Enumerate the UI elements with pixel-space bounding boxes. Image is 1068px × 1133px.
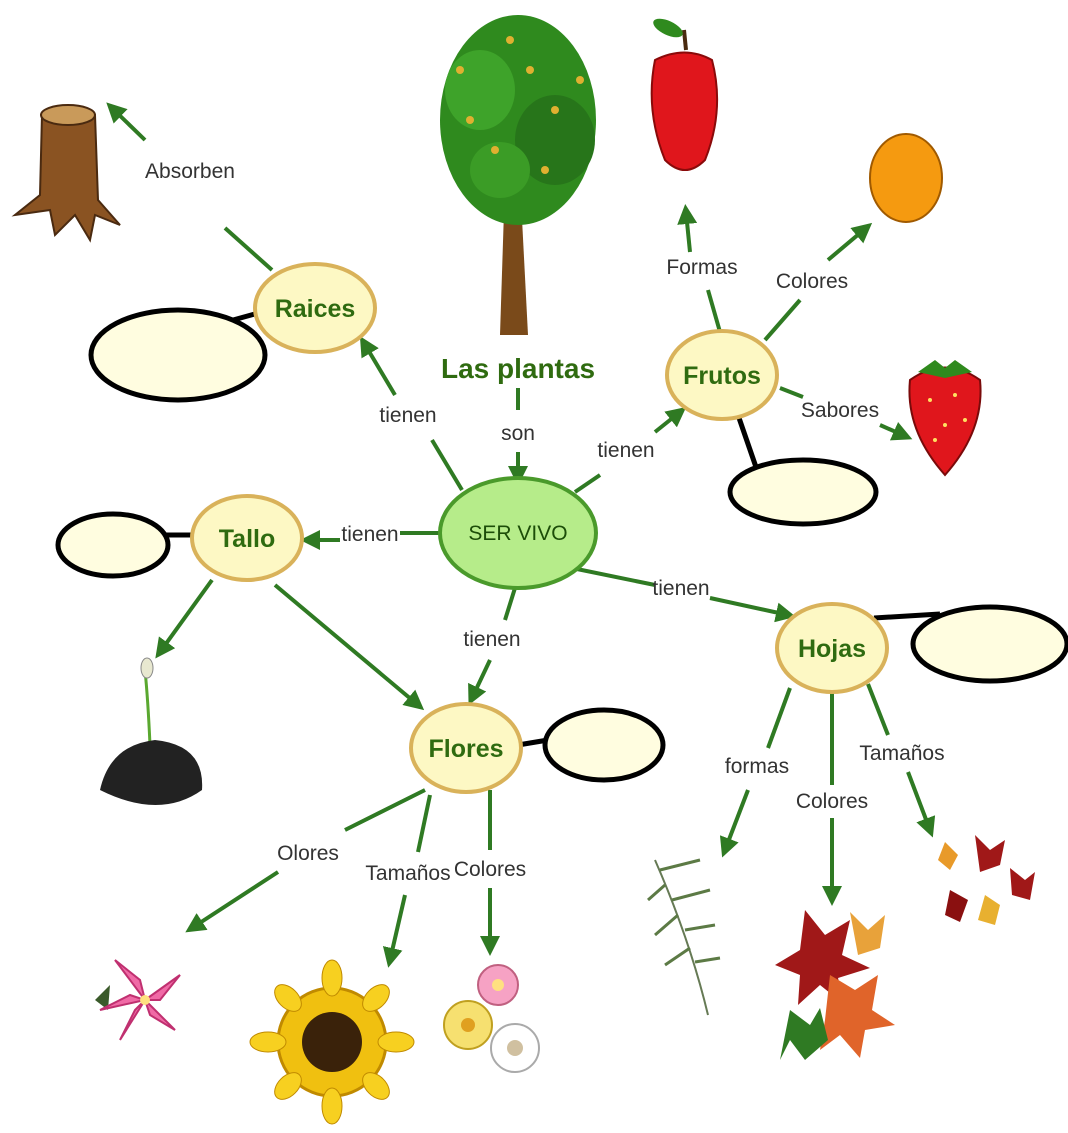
tallo-label: Tallo [219, 525, 275, 553]
edge-absorben-arrow [112, 108, 145, 140]
edge-center-flores [505, 588, 515, 620]
link-hojas-colores: Colores [796, 790, 868, 813]
node-hojas: Hojas [777, 604, 887, 692]
link-tienen-raices: tienen [379, 404, 436, 427]
edge-tamanos-arrow [390, 895, 405, 960]
flores-label: Flores [428, 735, 503, 763]
edge-center-hojas [572, 568, 655, 585]
flores-blank-oval[interactable] [545, 710, 663, 780]
edge-hformas-arrow [725, 790, 748, 850]
raices-label: Raices [275, 295, 356, 323]
edge-hojas-formas [768, 688, 790, 748]
edge-raices-absorben [225, 228, 272, 270]
link-flores-tamanos: Tamaños [365, 862, 450, 885]
node-raices: Raices [255, 264, 375, 352]
link-tienen-frutos: tienen [597, 439, 654, 462]
edge-flores-olores [345, 790, 425, 830]
autumn-leaves-icon [938, 835, 1035, 925]
edge-raices-arrow [364, 343, 395, 395]
edge-colores-arrow [828, 228, 866, 260]
node-tallo: Tallo [192, 496, 302, 580]
edge-frutos-colores [765, 300, 800, 340]
edge-frutos-arrow [655, 412, 680, 432]
sprout-icon [100, 658, 202, 805]
lily-icon [95, 960, 180, 1040]
center-label: SER VIVO [468, 522, 567, 545]
link-tienen-hojas: tienen [652, 577, 709, 600]
edge-hojas-arrow [710, 598, 788, 615]
connector-hojas-blank [874, 614, 940, 618]
frutos-label: Frutos [683, 362, 761, 390]
link-frutos-sabores: Sabores [801, 399, 879, 422]
edge-formas-arrow [686, 212, 690, 252]
link-flores-colores: Colores [454, 858, 526, 881]
edge-htamanos-arrow [908, 772, 930, 830]
maple-leaves-icon [775, 910, 895, 1060]
raices-blank-oval[interactable] [91, 310, 265, 400]
daisies-icon [444, 965, 539, 1072]
apple-icon [651, 15, 718, 170]
edge-sabores-arrow [880, 425, 905, 436]
stump-icon [15, 105, 120, 240]
link-flores-olores: Olores [277, 842, 339, 865]
node-frutos: Frutos [667, 331, 777, 419]
strawberry-icon [909, 360, 980, 475]
link-frutos-colores: Colores [776, 270, 848, 293]
sunflower-icon [250, 960, 414, 1124]
edge-olores-arrow [192, 872, 278, 928]
edge-tallo-flores [275, 585, 418, 705]
connector-frutos-blank [738, 415, 757, 470]
edge-flores-tamanos [418, 795, 430, 852]
hojas-blank-oval[interactable] [913, 607, 1067, 681]
orange-icon [870, 134, 942, 222]
frutos-blank-oval[interactable] [730, 460, 876, 524]
link-tienen-tallo: tienen [341, 523, 398, 546]
edge-center-frutos [575, 475, 600, 492]
edge-center-raices [432, 440, 462, 490]
hojas-label: Hojas [798, 635, 866, 663]
palm-leaf-icon [648, 860, 720, 1015]
link-tienen-flores: tienen [463, 628, 520, 651]
edge-frutos-sabores [780, 388, 803, 397]
link-absorben: Absorben [145, 160, 235, 183]
edge-hojas-tamanos [868, 684, 888, 735]
tree-icon [440, 15, 596, 335]
node-flores: Flores [411, 704, 521, 792]
link-hojas-tamanos: Tamaños [859, 742, 944, 765]
link-hojas-formas: formas [725, 755, 789, 778]
map-title: Las plantas [441, 353, 595, 384]
edge-frutos-formas [708, 290, 720, 332]
tallo-blank-oval[interactable] [58, 514, 168, 576]
link-son: son [501, 422, 535, 445]
edge-tallo-sprout [160, 580, 212, 652]
link-frutos-formas: Formas [666, 256, 737, 279]
node-center: SER VIVO [440, 478, 596, 588]
edge-flores-arrow [472, 660, 490, 698]
